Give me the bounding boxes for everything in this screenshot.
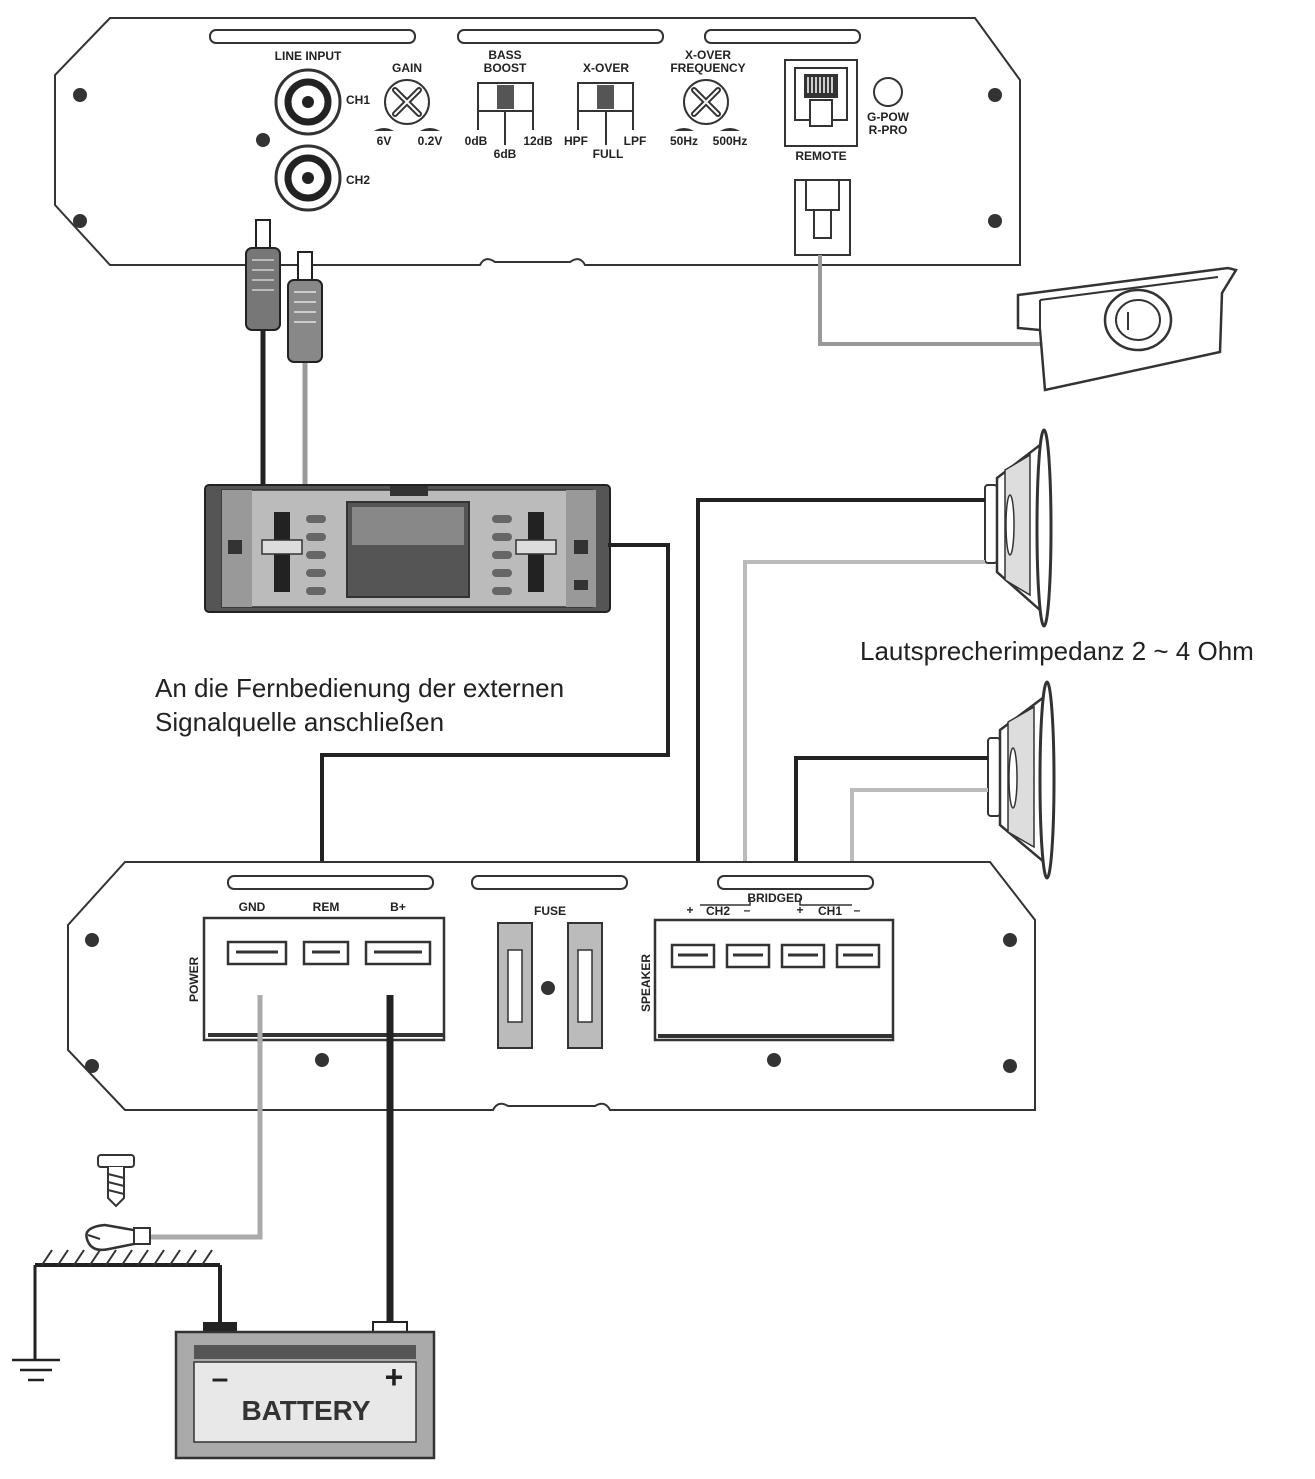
ground-wire (150, 995, 263, 1240)
speaker-impedance-caption: Lautsprecherimpedanz 2 ~ 4 Ohm (860, 636, 1254, 666)
rca-plug-ch2 (287, 251, 323, 363)
gain-label: GAIN (392, 61, 422, 75)
ch1-plus-label: + (796, 903, 803, 917)
full-label: FULL (593, 147, 624, 161)
rca-cables (245, 219, 323, 488)
speaker-top (984, 428, 1053, 628)
bass-0db-label: 0dB (465, 134, 488, 148)
speaker-wires (696, 498, 988, 896)
bridged-label: BRIDGED (747, 891, 803, 905)
screw-icon (97, 1154, 135, 1208)
power-label: POWER (187, 956, 201, 1002)
ch2-minus-label: – (744, 903, 751, 917)
bass-boost-label-1: BASS (488, 48, 521, 62)
battery-minus-sign: – (212, 1362, 229, 1395)
power-terminal-block (202, 916, 446, 1042)
gain-knob (384, 79, 430, 125)
fuse-label: FUSE (534, 904, 566, 918)
top-amplifier-panel: LINE INPUT CH1 CH2 GAIN 6V 0.2V BASS BOO… (54, 17, 1021, 266)
ring-terminal-icon (85, 1223, 151, 1252)
ch1-label: CH1 (346, 93, 370, 107)
fuse-left (497, 922, 533, 1049)
xover-frequency-knob (683, 79, 729, 125)
xover-frequency-label-1: X-OVER (685, 48, 731, 62)
car-battery: – + BATTERY (174, 1321, 436, 1460)
brand-label-1: G-POW (867, 110, 910, 124)
gain-max-label: 0.2V (418, 134, 443, 148)
gain-min-label: 6V (377, 134, 392, 148)
line-input-ch2-jack (274, 144, 342, 212)
xover-frequency-label-2: FREQUENCY (670, 61, 745, 75)
brand-label-2: R-PRO (869, 123, 908, 137)
speaker-label: SPEAKER (639, 954, 653, 1012)
ch1-speaker-label: CH1 (818, 904, 842, 918)
speaker-bottom (987, 680, 1056, 880)
battery-plus-sign: + (385, 1359, 404, 1395)
line-input-label: LINE INPUT (275, 49, 342, 63)
ch2-speaker-label: CH2 (706, 904, 730, 918)
led-indicator (873, 77, 903, 107)
battery-label: BATTERY (241, 1395, 370, 1426)
bass-boost-label-2: BOOST (484, 61, 527, 75)
remote-label: REMOTE (795, 149, 846, 163)
freq-max-label: 500Hz (713, 134, 748, 148)
ch2-plus-label: + (686, 903, 693, 917)
rem-wire (320, 543, 670, 890)
bass-boost-switch (477, 82, 534, 145)
remote-caption-line-2: Signalquelle anschließen (155, 707, 444, 737)
bottom-amplifier-panel: GND REM B+ POWER FUSE SPEAKER BRIDGED + … (67, 861, 1036, 1111)
bass-6db-label: 6dB (494, 147, 517, 161)
chassis-ground-symbol (12, 1249, 222, 1382)
bass-remote-controller (1016, 266, 1238, 392)
remote-controller-cable (794, 179, 1042, 346)
bplus-label: B+ (390, 900, 406, 914)
head-unit (204, 484, 611, 613)
remote-port (784, 59, 858, 147)
hpf-label: HPF (564, 134, 588, 148)
line-input-ch1-jack (274, 68, 342, 136)
freq-min-label: 50Hz (670, 134, 698, 148)
lpf-label: LPF (624, 134, 647, 148)
ch1-minus-label: – (854, 903, 861, 917)
speaker-terminal-block (653, 918, 895, 1042)
remote-caption-line-1: An die Fernbedienung der externen (155, 673, 564, 703)
rem-label: REM (313, 900, 340, 914)
xover-switch (577, 82, 634, 145)
fuse-right (567, 922, 603, 1049)
rca-plug-ch1 (245, 219, 281, 331)
xover-label: X-OVER (583, 61, 629, 75)
gnd-label: GND (239, 900, 266, 914)
bass-12db-label: 12dB (523, 134, 553, 148)
ch2-label: CH2 (346, 173, 370, 187)
